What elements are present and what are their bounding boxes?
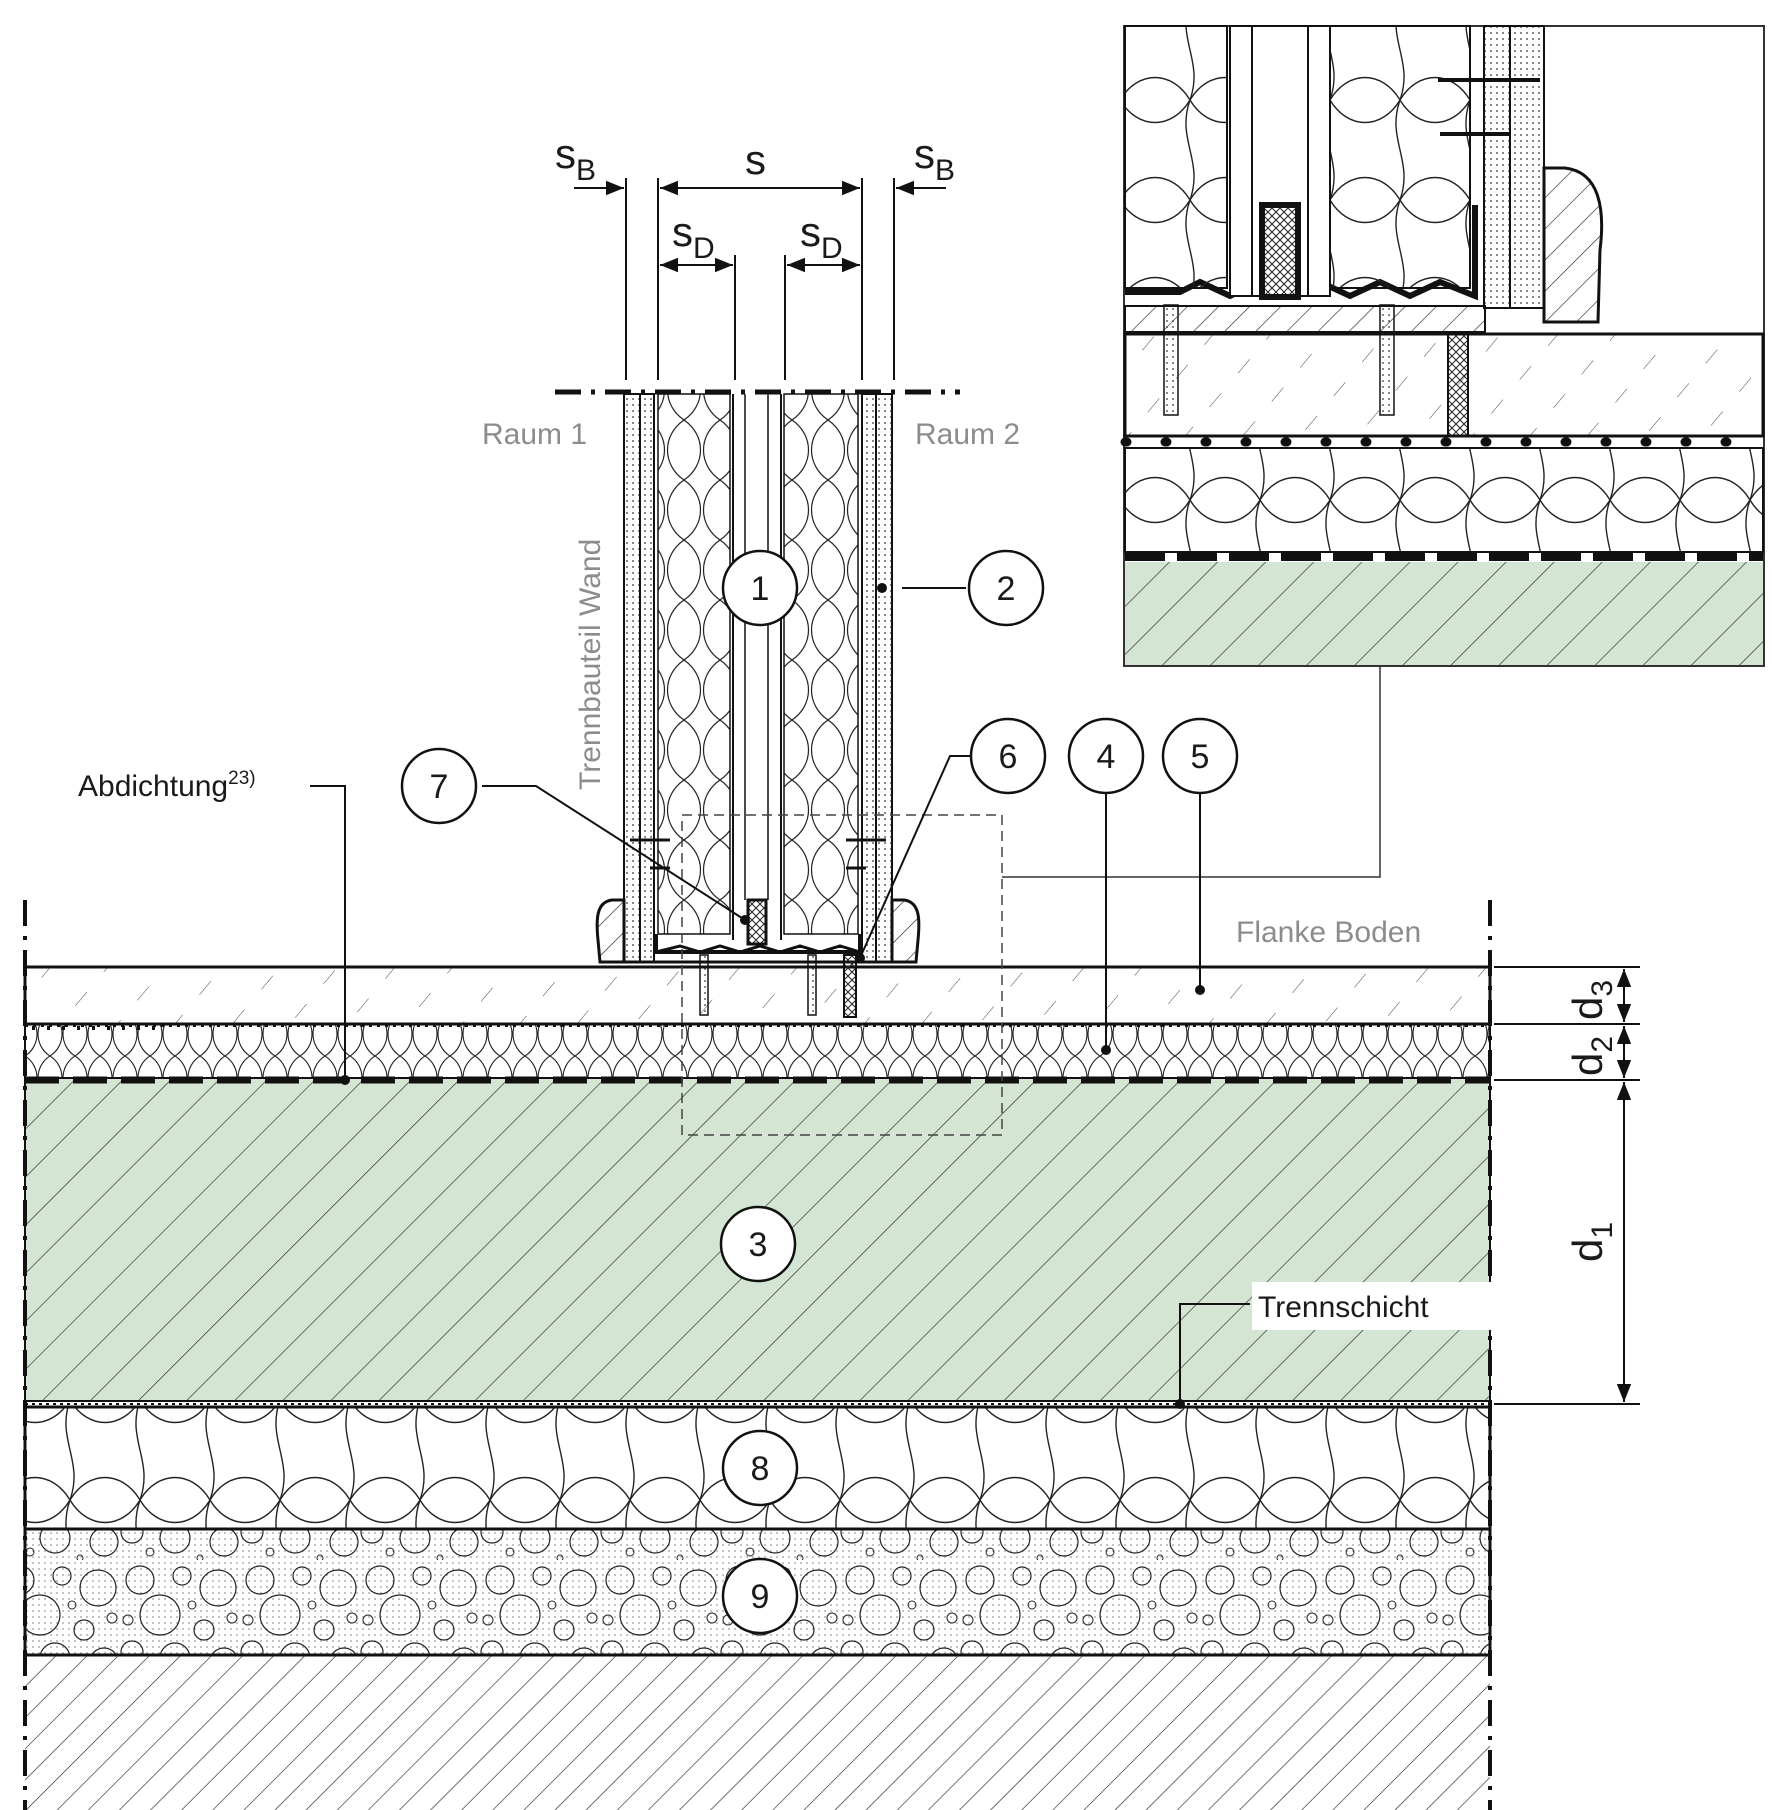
callouts: 1 2 3 4 5 6 7 8 9	[400, 549, 1239, 1635]
detail-leader	[1002, 665, 1381, 878]
board-left-inner	[639, 393, 655, 963]
dim-sd-left: sD	[672, 208, 715, 265]
bottom-track	[654, 934, 862, 954]
callout-3: 3	[749, 1226, 768, 1264]
dim-d2: d2	[1564, 1036, 1619, 1076]
label-flanke-boden: Flanke Boden	[1236, 916, 1421, 949]
detail-frame	[681, 814, 1003, 1136]
impact-insulation-layer	[24, 1023, 1491, 1079]
dim-sd-right: sD	[800, 208, 843, 265]
dimension-labels: sB s sB sD sD d3 d2 d1	[555, 130, 1619, 1262]
dim-d1: d1	[1564, 1222, 1619, 1262]
label-raum-1: Raum 1	[482, 418, 587, 451]
abdichtung-leader	[310, 785, 346, 1080]
partition-wall	[555, 389, 1381, 1136]
label-trennschicht: Trennschicht	[1258, 1291, 1429, 1324]
dim-sb-right: sB	[914, 130, 955, 187]
label-raum-2: Raum 2	[915, 418, 1020, 451]
dim-d3: d3	[1564, 980, 1619, 1020]
detail-inset	[1120, 25, 1768, 667]
floor-section	[23, 900, 1492, 1810]
skirting-right	[890, 898, 921, 964]
callout-2: 2	[997, 570, 1016, 608]
dim-s: s	[745, 136, 766, 183]
dimension-lines	[574, 178, 1640, 1405]
soil-layer	[25, 1655, 1490, 1810]
board-right-outer	[875, 393, 893, 963]
screed-layer	[23, 965, 1492, 1026]
callout-6: 6	[999, 738, 1018, 776]
board-left-outer	[623, 393, 641, 963]
callout-1: 1	[751, 570, 770, 608]
seal-strip	[746, 898, 768, 946]
label-abdichtung: Abdichtung23)	[78, 768, 256, 803]
callout-7: 7	[430, 768, 449, 806]
wall-insulation-left	[657, 393, 731, 935]
board-right-inner	[861, 393, 877, 963]
label-trennbauteil: Trennbauteil Wand	[574, 539, 607, 790]
edge-strip	[843, 954, 857, 1018]
dim-sb-left: sB	[555, 130, 596, 187]
callout-9: 9	[751, 1578, 770, 1616]
callout-4: 4	[1097, 738, 1116, 776]
skirting-left	[595, 898, 626, 964]
trennschicht-leader	[1179, 1303, 1250, 1404]
wall-insulation-right	[783, 393, 859, 935]
callout-5: 5	[1191, 738, 1210, 776]
callout-8: 8	[751, 1450, 770, 1488]
